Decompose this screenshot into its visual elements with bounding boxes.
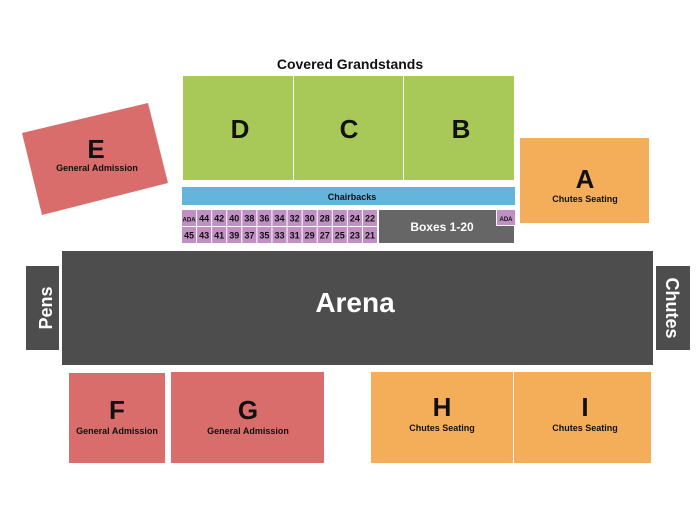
box-seat[interactable]: 29: [302, 227, 317, 243]
box-seat[interactable]: 38: [242, 210, 257, 226]
box-seat[interactable]: 23: [347, 227, 362, 243]
box-seat[interactable]: ADA: [182, 210, 196, 226]
section-d[interactable]: D: [183, 76, 293, 180]
box-seat[interactable]: 28: [317, 210, 332, 226]
box-seat-label: 22: [365, 214, 375, 224]
box-seat[interactable]: 44: [197, 210, 212, 226]
boxes-section[interactable]: ADA Boxes 1-20: [379, 210, 515, 243]
section-e-sub: General Admission: [56, 163, 138, 173]
box-seat[interactable]: 39: [227, 227, 242, 243]
section-h[interactable]: H Chutes Seating: [371, 372, 513, 463]
box-seat[interactable]: 45: [182, 227, 197, 243]
box-seat-label: 24: [350, 214, 360, 224]
section-h-sub: Chutes Seating: [409, 423, 475, 433]
section-g-label: G: [238, 395, 258, 425]
box-seat-label: 33: [274, 231, 284, 241]
box-seat-label: 40: [229, 214, 239, 224]
section-e[interactable]: E General Admission: [22, 103, 168, 215]
chairbacks-section[interactable]: Chairbacks: [182, 187, 515, 205]
box-seat-label: 21: [365, 231, 375, 241]
section-i-sub: Chutes Seating: [552, 423, 618, 433]
section-a-label: A: [576, 164, 595, 194]
box-seat-label: ADA: [183, 218, 197, 224]
box-seat[interactable]: 25: [332, 227, 347, 243]
map-title: Covered Grandstands: [277, 56, 423, 72]
section-f-label: F: [109, 395, 125, 425]
box-seat[interactable]: 36: [257, 210, 272, 226]
box-seat[interactable]: 32: [287, 210, 302, 226]
box-seat-label: 41: [214, 231, 224, 241]
section-f-sub: General Admission: [76, 426, 158, 436]
box-seat-label: 23: [350, 231, 360, 241]
box-seat-label: 32: [290, 214, 300, 224]
box-seat-label: 42: [214, 214, 224, 224]
section-f[interactable]: F General Admission: [69, 373, 165, 463]
box-seat[interactable]: 33: [272, 227, 287, 243]
box-seat[interactable]: 30: [302, 210, 317, 226]
section-g-sub: General Admission: [207, 426, 289, 436]
box-seat-label: 45: [184, 231, 194, 241]
ada-right-label: ADA: [500, 217, 514, 223]
box-seat[interactable]: 37: [242, 227, 257, 243]
section-d-label: D: [231, 114, 250, 144]
chutes: Chutes: [656, 266, 690, 350]
ada-right-seat[interactable]: [497, 210, 515, 225]
box-seat-label: 43: [199, 231, 209, 241]
box-seat[interactable]: 27: [317, 227, 332, 243]
box-seat-label: 44: [199, 214, 209, 224]
section-c-label: C: [340, 114, 359, 144]
box-seat[interactable]: 22: [362, 210, 377, 226]
box-seat-label: 34: [274, 214, 284, 224]
box-seat-label: 29: [305, 231, 315, 241]
box-seat-label: 25: [335, 231, 345, 241]
box-seat[interactable]: 26: [332, 210, 347, 226]
section-i-label: I: [581, 392, 588, 422]
boxes-label: Boxes 1-20: [410, 220, 474, 234]
arena-label: Arena: [315, 287, 395, 318]
arena: Arena: [62, 251, 653, 365]
box-seat-label: 36: [259, 214, 269, 224]
section-b[interactable]: B: [404, 76, 514, 180]
box-seat-label: 35: [259, 231, 269, 241]
box-seat-label: 39: [229, 231, 239, 241]
pens: Pens: [26, 266, 59, 350]
chutes-label: Chutes: [662, 277, 682, 338]
chairbacks-label: Chairbacks: [328, 192, 377, 202]
box-seat[interactable]: 41: [212, 227, 227, 243]
section-c[interactable]: C: [294, 76, 403, 180]
section-i[interactable]: I Chutes Seating: [514, 372, 651, 463]
box-seat[interactable]: 43: [197, 227, 212, 243]
box-seat[interactable]: 24: [347, 210, 362, 226]
box-seat[interactable]: 21: [362, 227, 377, 243]
section-b-label: B: [452, 114, 471, 144]
section-g[interactable]: G General Admission: [171, 372, 324, 463]
section-a-sub: Chutes Seating: [552, 194, 618, 204]
box-seat[interactable]: 31: [287, 227, 302, 243]
box-seat-label: 31: [290, 231, 300, 241]
section-e-label: E: [87, 134, 104, 164]
box-seat[interactable]: 35: [257, 227, 272, 243]
box-seat-label: 30: [305, 214, 315, 224]
box-seat[interactable]: 42: [212, 210, 227, 226]
box-seat-label: 38: [244, 214, 254, 224]
section-h-label: H: [433, 392, 452, 422]
section-a[interactable]: A Chutes Seating: [520, 138, 649, 223]
box-seat-label: 37: [244, 231, 254, 241]
box-seat[interactable]: 34: [272, 210, 287, 226]
box-seat[interactable]: 40: [227, 210, 242, 226]
pens-label: Pens: [36, 286, 56, 329]
box-seat-label: 28: [320, 214, 330, 224]
box-seat-label: 26: [335, 214, 345, 224]
box-seat-label: 27: [320, 231, 330, 241]
